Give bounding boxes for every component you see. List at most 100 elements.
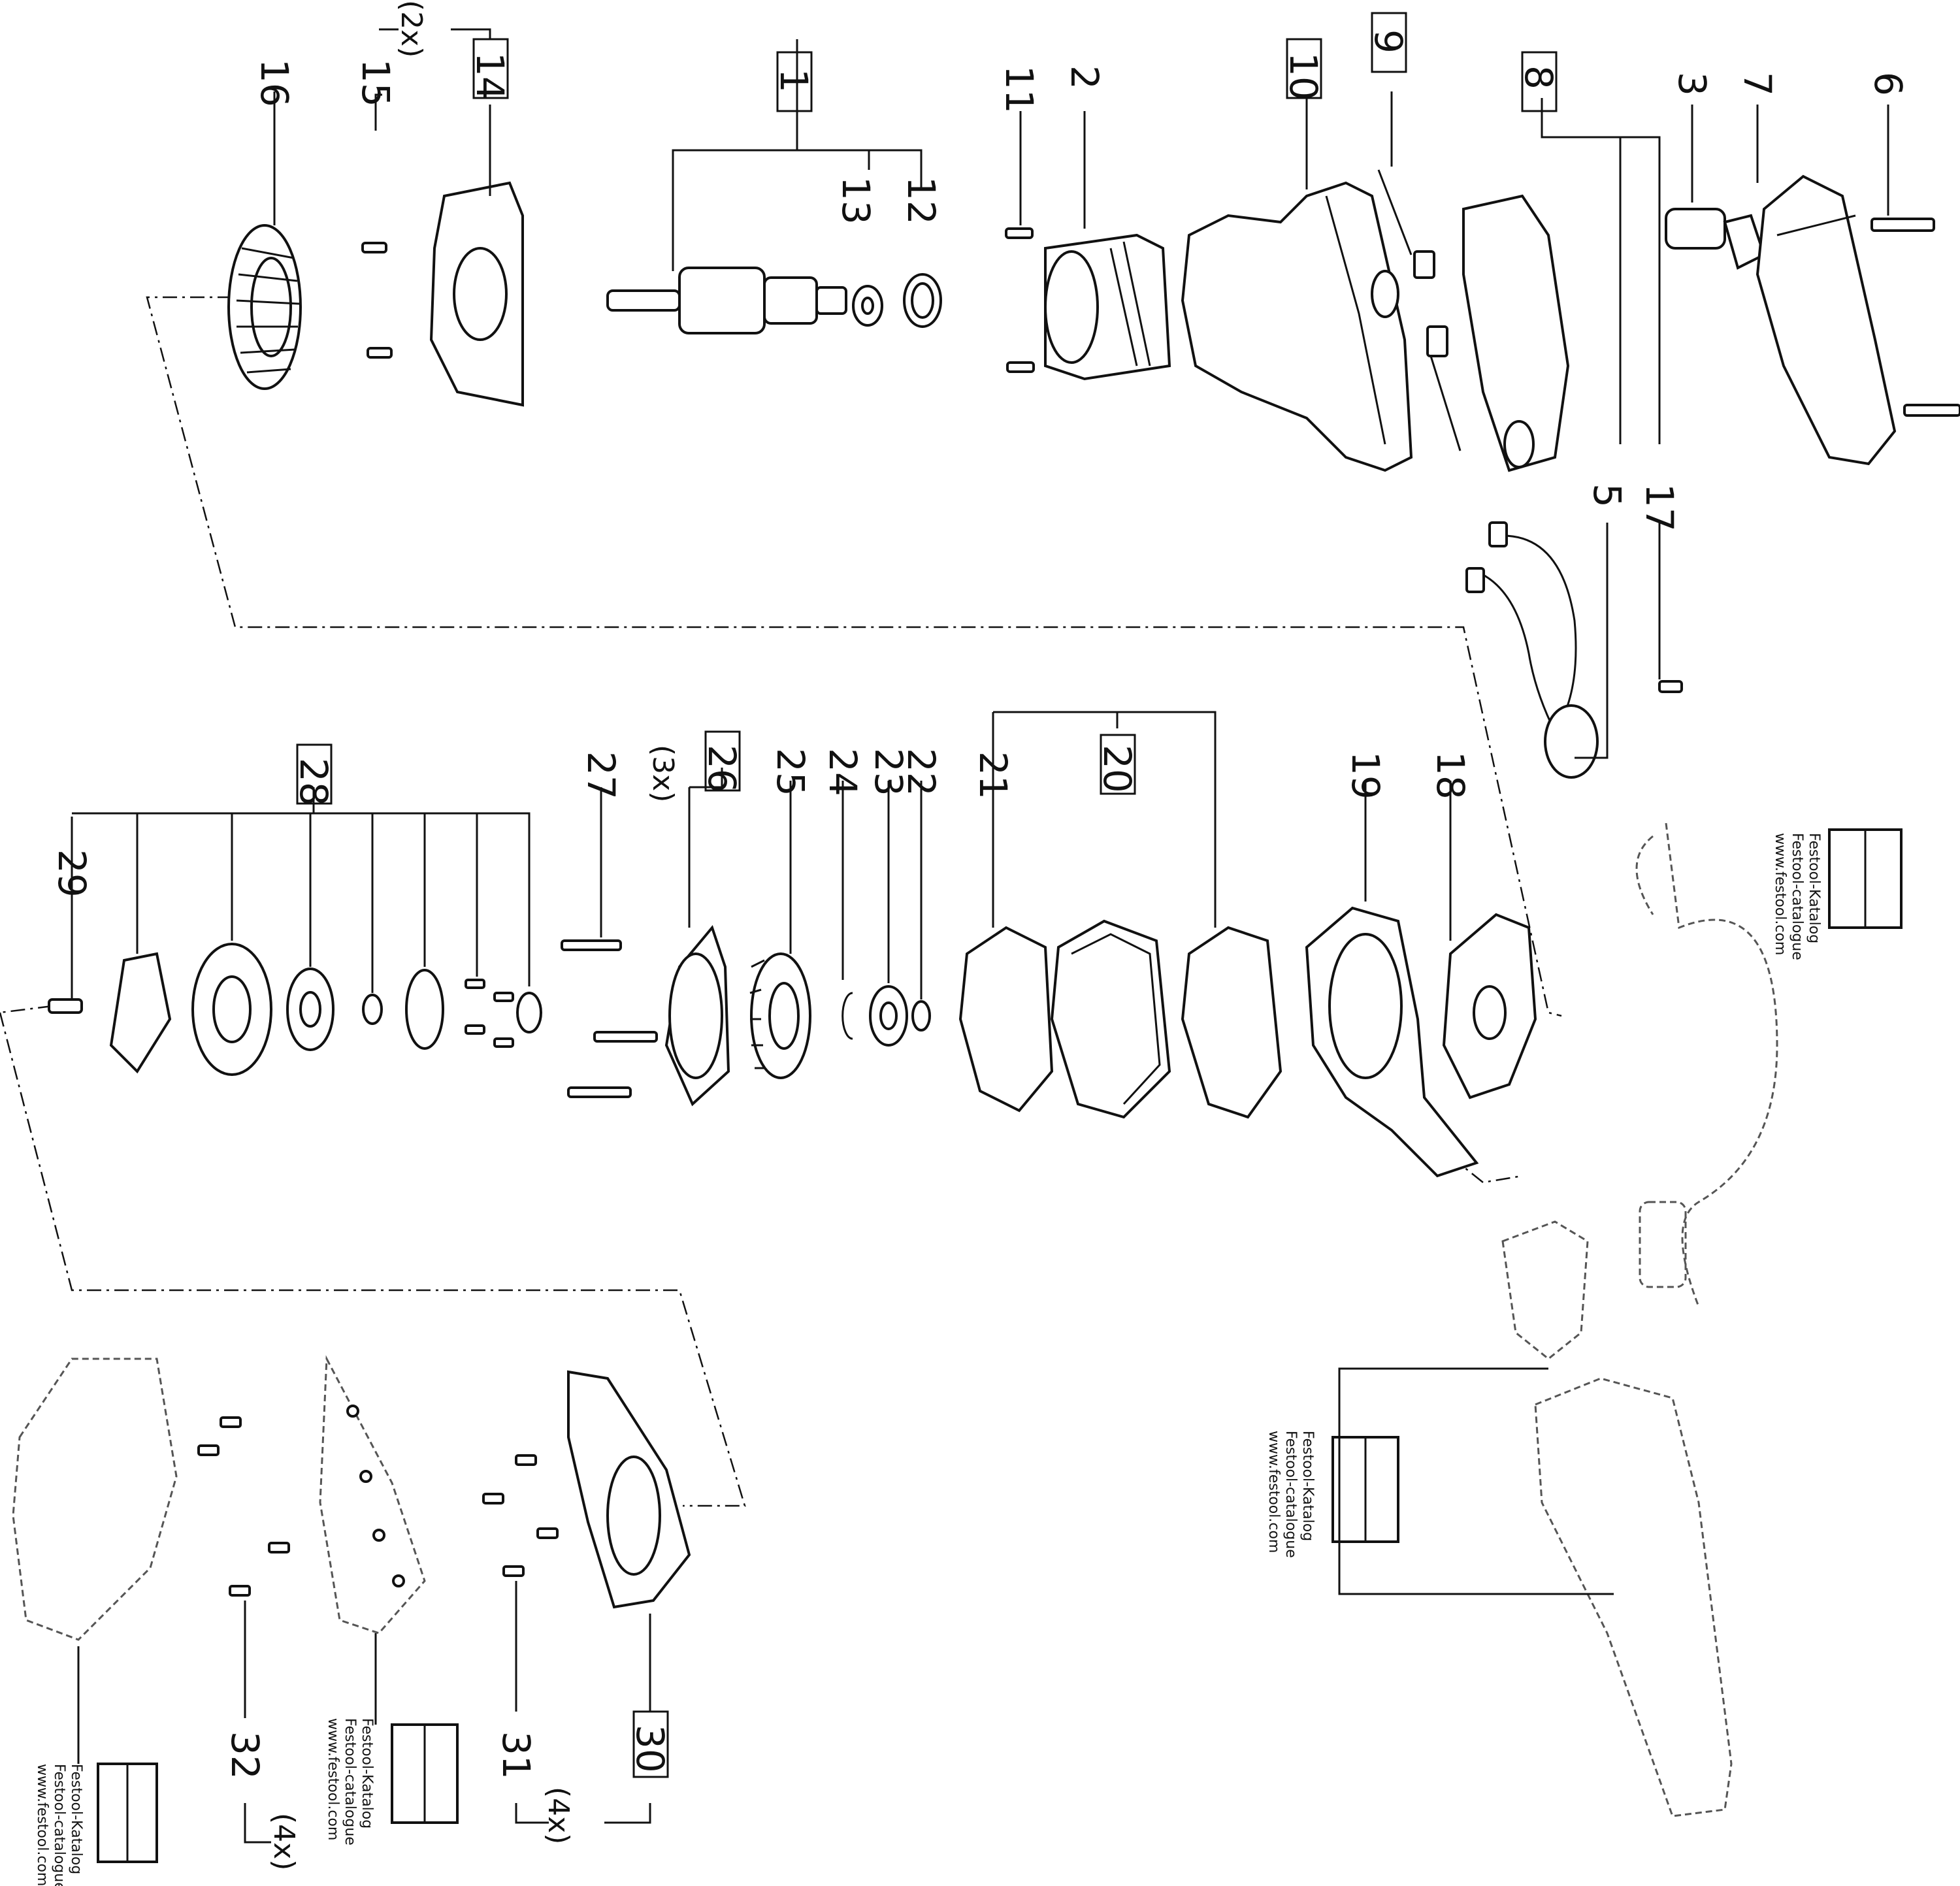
catalog-protector-line2: Festool-catalogue [51, 1764, 67, 1886]
box-14 [472, 38, 509, 99]
catalog-book-icon-sheet [391, 1723, 459, 1824]
label-28: 28 [291, 758, 336, 806]
part-24-circlip-icon [841, 992, 853, 1040]
sanding-sheet-icon [319, 1355, 426, 1634]
label-22: 22 [899, 748, 943, 796]
catalog-cord-line3: www.festool.com [1772, 833, 1788, 955]
catalog-protector-line1: Festool-Katalog [68, 1764, 84, 1874]
label-29: 29 [50, 849, 94, 898]
part-14-plate-icon [429, 181, 524, 407]
label-21: 21 [971, 751, 1015, 800]
label-11: 11 [997, 65, 1041, 114]
box-8 [1521, 51, 1558, 112]
label-31: 31 [494, 1731, 538, 1780]
part-15-screws-icon [361, 242, 393, 359]
label-25: 25 [768, 748, 813, 796]
part-26-gasket-icon [664, 924, 730, 1107]
assembly-path-lower [0, 1005, 746, 1507]
part-20-seal-ring-icon [1050, 919, 1171, 1119]
label-14: 14 [468, 52, 512, 101]
label-6: 6 [1866, 72, 1910, 96]
label-7: 7 [1735, 72, 1780, 96]
power-cord-icon [1635, 822, 1778, 1307]
label-17: 17 [1637, 483, 1682, 532]
part-23-bearing-icon [869, 985, 908, 1047]
label-27: 27 [579, 751, 623, 800]
catalog-book-icon-protector [97, 1763, 158, 1863]
part-18-cover-plate-icon [1442, 913, 1537, 1099]
catalog-protector-line3: www.festool.com [34, 1764, 50, 1886]
part-1-armature-icon [606, 267, 847, 334]
qty-30: (4x) [542, 1787, 575, 1844]
catalog-adapter-line2: Festool-catalogue [1282, 1431, 1299, 1558]
part-6-screws-icon [1870, 218, 1960, 417]
catalog-sheet-line2: Festool-catalogue [342, 1718, 358, 1845]
part-3-switch-button-icon [1665, 208, 1766, 270]
label-2: 2 [1062, 65, 1107, 89]
part-13-bearing-icon [852, 285, 883, 327]
part-30-sanding-pad-icon [567, 1370, 691, 1609]
label-3: 3 [1670, 72, 1714, 96]
qty-32: (4x) [267, 1813, 301, 1870]
label-19: 19 [1343, 751, 1388, 800]
part-10-housing-icon [1181, 181, 1413, 472]
label-26: 26 [700, 745, 744, 793]
part-8-electronics-icon [1462, 194, 1570, 472]
label-23: 23 [866, 748, 911, 796]
box-10 [1286, 38, 1322, 99]
box-28 [296, 743, 333, 805]
part-25-fan-icon [749, 952, 811, 1079]
part-31-screws-icon [482, 1454, 559, 1577]
part-28-screws-icon [465, 979, 514, 1048]
part-20-seal-ring-b-icon [1181, 926, 1282, 1119]
label-20: 20 [1095, 745, 1139, 793]
box-20 [1100, 734, 1136, 795]
part-11-screws-icon [1005, 227, 1035, 373]
battery-pack-icon [1534, 1377, 1733, 1817]
catalog-adapter-line3: www.festool.com [1266, 1431, 1282, 1553]
label-12: 12 [899, 176, 943, 225]
label-15: 15 [353, 59, 398, 107]
part-2-stator-icon [1044, 233, 1171, 381]
catalog-cord-line1: Festool-Katalog [1806, 833, 1822, 943]
part-7-handle-cover-icon [1756, 174, 1897, 466]
part-28-bearing-housing-icon [109, 943, 542, 1076]
box-9 [1371, 12, 1407, 73]
label-9: 9 [1366, 29, 1411, 54]
label-10: 10 [1281, 52, 1326, 101]
pad-protector-icon [12, 1358, 178, 1641]
catalog-book-icon-adapter [1331, 1436, 1399, 1543]
catalog-book-icon-cord [1828, 828, 1903, 929]
qty-26: (3x) [646, 745, 679, 802]
part-21-seal-ring-icon [958, 926, 1054, 1113]
label-13: 13 [834, 176, 878, 225]
part-16-fan-icon [227, 224, 302, 390]
dust-adapter-icon [1501, 1220, 1589, 1360]
part-19-pad-housing-icon [1305, 906, 1479, 1178]
box-1 [776, 51, 813, 112]
catalog-sheet-line1: Festool-Katalog [359, 1718, 375, 1829]
label-30: 30 [628, 1725, 672, 1773]
catalog-adapter-line1: Festool-Katalog [1299, 1431, 1316, 1541]
qty-14: (2x) [395, 0, 428, 57]
part-29-screw-icon [48, 998, 83, 1014]
label-24: 24 [821, 748, 865, 796]
part-32-screws-icon [197, 1416, 290, 1597]
part-22-washer-icon [911, 1000, 931, 1032]
part-12-sleeve-icon [903, 273, 942, 328]
label-5: 5 [1585, 483, 1629, 508]
label-32: 32 [223, 1731, 267, 1780]
part-5-cable-icon [1465, 521, 1599, 779]
part-27-screws-icon [561, 939, 658, 1098]
part-17-screw-icon [1658, 680, 1683, 693]
catalog-sheet-line3: www.festool.com [325, 1718, 341, 1840]
label-1: 1 [772, 69, 816, 93]
label-8: 8 [1516, 65, 1561, 89]
catalog-cord-line2: Festool-catalogue [1789, 833, 1805, 960]
part-9-switch-icon [1377, 169, 1462, 451]
box-30 [632, 1710, 669, 1778]
assembly-path-upper [146, 296, 1562, 1017]
box-26 [704, 730, 741, 792]
label-18: 18 [1428, 751, 1473, 800]
